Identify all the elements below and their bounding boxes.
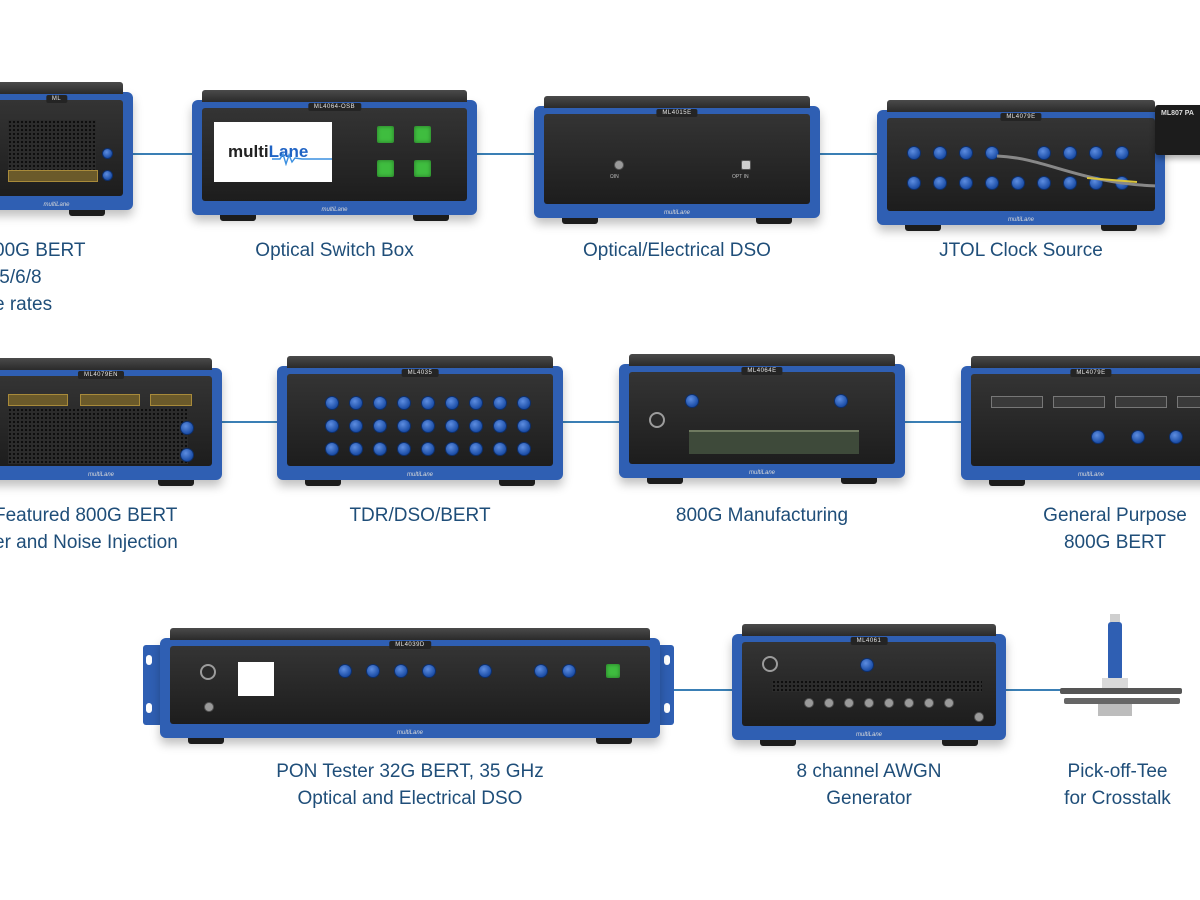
caption-optical-electrical-dso: Optical/Electrical DSO xyxy=(583,240,771,261)
connector-row1-c xyxy=(819,153,877,155)
caption-pick-off-tee: Pick-off-Tee for Crosstalk xyxy=(1064,761,1171,809)
multilane-logo: multiLane xyxy=(228,142,309,161)
caption-pon-tester: PON Tester 32G BERT, 35 GHz Optical and … xyxy=(276,761,544,809)
caption-tdr-dso-bert: TDR/DSO/BERT xyxy=(349,505,491,526)
connector-row3-a xyxy=(672,689,732,691)
rack-ear-left xyxy=(143,645,163,725)
brand-label: multiLane xyxy=(855,732,883,738)
pick-off-tee-device xyxy=(1060,614,1182,716)
brand-label: multiLane xyxy=(748,470,776,476)
device-badge: ML xyxy=(45,95,68,103)
brand-label: multiLane xyxy=(1077,472,1105,478)
connector-row1-b xyxy=(476,153,534,155)
device-badge: ML4079E xyxy=(1000,113,1042,121)
waveform-icon xyxy=(272,152,332,166)
circuit-board xyxy=(689,430,859,454)
awgn-generator-device: ML4061 multiLane xyxy=(732,624,1006,746)
device-badge: ML4035 xyxy=(401,369,439,377)
brand-label: multiLane xyxy=(406,472,434,478)
brand-label: multiLane xyxy=(321,207,348,213)
device-badge: ML4079E xyxy=(1070,369,1112,377)
pon-screen xyxy=(238,662,274,696)
pon-tester-device: ML4039D multiLane xyxy=(160,628,660,744)
device-badge: ML4015E xyxy=(656,109,698,117)
device-badge: ML4039D xyxy=(389,641,431,649)
caption-general-purpose-800g-bert: General Purpose 800G BERT xyxy=(1043,505,1187,553)
cable-icon xyxy=(996,154,1155,188)
manufacturing-800g-device: ML4064E multiLane xyxy=(619,354,905,484)
optical-switch-box-device: multiLane ML4064-OSB multiLane xyxy=(192,90,477,221)
ml807-label: ML807 PA xyxy=(1161,110,1194,117)
general-purpose-800g-bert-device: ML4079E multiLane xyxy=(961,356,1200,486)
jtol-clock-source-device: ML4079E multiLane xyxy=(877,100,1165,231)
switch-button-2[interactable] xyxy=(414,126,431,143)
optical-electrical-dso-device: ΩIN OPT IN ML4015E multiLane xyxy=(534,96,820,224)
bert-800g-device: ML multiLane xyxy=(0,82,133,216)
full-featured-800g-bert-device: ML4079EN multiLane xyxy=(0,358,222,486)
connector-row1-a xyxy=(132,153,192,155)
brand-label: multiLane xyxy=(396,730,424,736)
brand-label: multiLane xyxy=(663,210,691,216)
connector-row2-c xyxy=(905,421,961,423)
ml807-side-device: ML807 PA xyxy=(1155,105,1200,155)
caption-bert-800g: 00G BERT /5/6/8 e rates xyxy=(0,240,86,315)
brand-label: multiLane xyxy=(1007,217,1035,223)
device-badge: ML4064-OSB xyxy=(307,103,362,111)
connector-row3-b xyxy=(1006,689,1061,691)
caption-optical-switch-box: Optical Switch Box xyxy=(255,240,414,261)
caption-jtol-clock-source: JTOL Clock Source xyxy=(939,240,1103,261)
device-badge: ML4061 xyxy=(850,637,888,645)
device-badge: ML4064E xyxy=(741,367,783,375)
tdr-dso-bert-device: ML4035 multiLane xyxy=(277,356,563,486)
device-badge: ML4079EN xyxy=(77,371,125,379)
switch-button-1[interactable] xyxy=(377,126,394,143)
switch-screen: multiLane xyxy=(214,122,332,182)
connector-row2-a xyxy=(222,421,277,423)
switch-button-4[interactable] xyxy=(414,160,431,177)
caption-full-featured-800g-bert: Featured 800G BERT er and Noise Injectio… xyxy=(0,505,178,553)
pon-optical-port[interactable] xyxy=(606,664,620,678)
caption-manufacturing-800g: 800G Manufacturing xyxy=(675,505,849,526)
brand-label: multiLane xyxy=(87,472,115,478)
connector-row2-b xyxy=(563,421,619,423)
switch-button-3[interactable] xyxy=(377,160,394,177)
caption-awgn-generator: 8 channel AWGN Generator xyxy=(796,761,942,809)
brand-label: multiLane xyxy=(43,202,70,208)
